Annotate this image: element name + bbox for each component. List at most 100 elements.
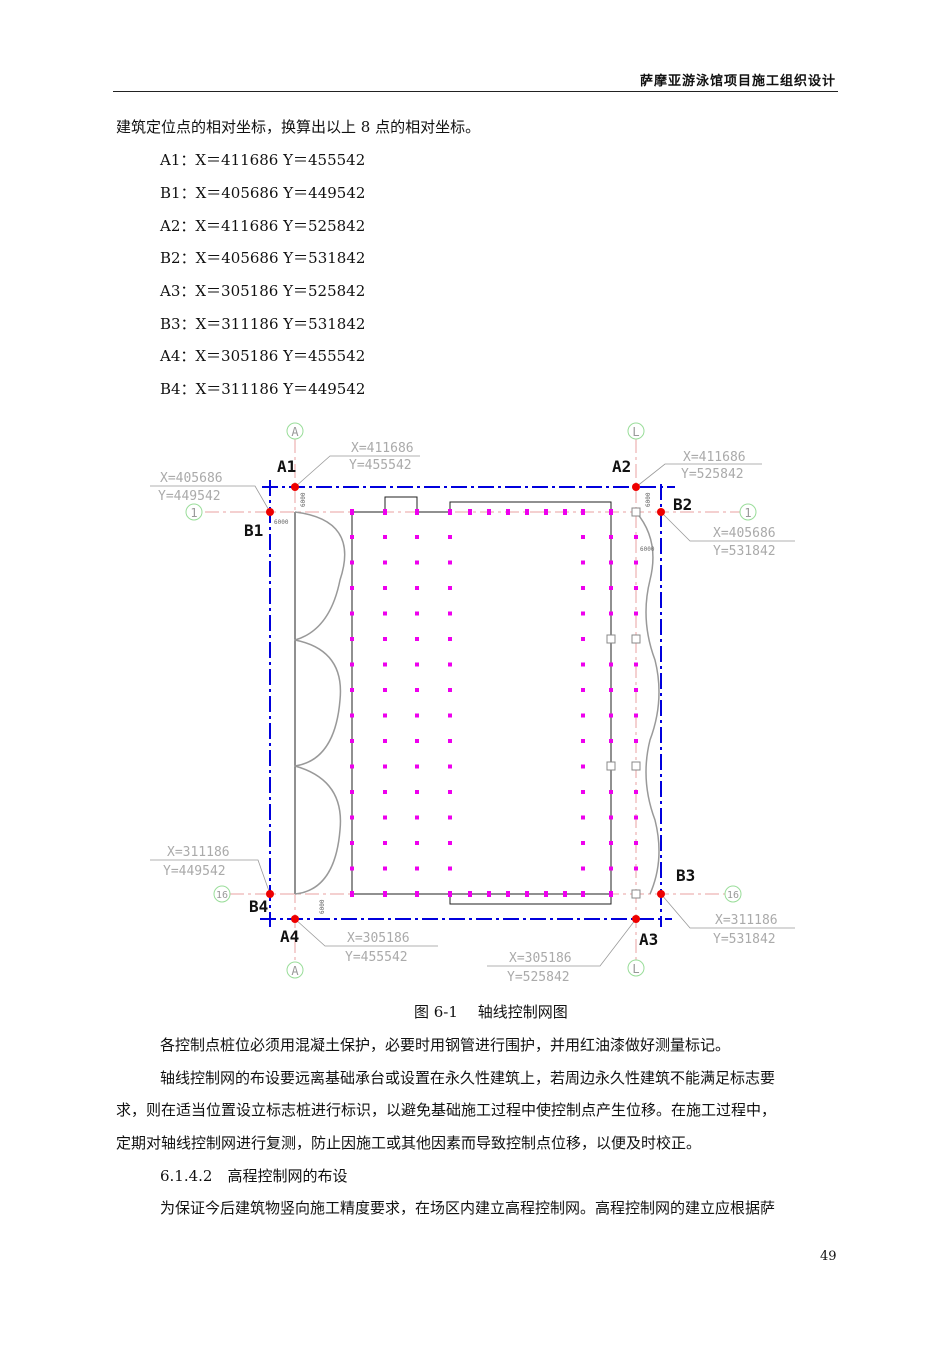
column-marker bbox=[581, 662, 585, 667]
leader-line bbox=[635, 463, 762, 488]
column-marker bbox=[383, 866, 387, 871]
point-name: A4 bbox=[280, 927, 299, 946]
axis-bubble-label: 16 bbox=[216, 890, 228, 901]
column-marker bbox=[468, 891, 472, 897]
coord-label: X=305186 bbox=[347, 931, 410, 946]
point-line: A4：X＝305186 Y＝455542 bbox=[160, 347, 366, 365]
column-marker bbox=[448, 815, 452, 820]
coord-label: X=411686 bbox=[351, 441, 414, 456]
column-marker bbox=[634, 713, 638, 718]
column-marker bbox=[350, 739, 354, 743]
column-marker bbox=[609, 713, 613, 718]
column-marker bbox=[634, 841, 638, 845]
column-marker bbox=[448, 611, 452, 616]
column-marker bbox=[634, 662, 638, 667]
control-point bbox=[291, 915, 299, 923]
column-marker bbox=[634, 866, 638, 871]
coord-label: Y=455542 bbox=[349, 458, 412, 473]
column-marker bbox=[581, 866, 585, 871]
column-marker bbox=[350, 560, 354, 565]
running-header: 萨摩亚游泳馆项目施工组织设计 bbox=[639, 74, 836, 89]
column-marker bbox=[448, 535, 452, 539]
axis-bubble-label: 1 bbox=[744, 506, 751, 520]
column-marker bbox=[581, 713, 585, 718]
point-name: A1 bbox=[277, 457, 296, 476]
column-marker bbox=[448, 586, 452, 590]
column-marker bbox=[448, 739, 452, 743]
wavy-edge bbox=[635, 511, 660, 895]
leader-line bbox=[150, 485, 271, 513]
column-marker bbox=[487, 509, 491, 515]
point-names: A1 A2 B1 B2 B3 B4 A4 A3 bbox=[244, 457, 695, 949]
column-marker bbox=[383, 535, 387, 539]
column-marker bbox=[506, 891, 510, 897]
column-marker bbox=[448, 790, 452, 794]
column-marker bbox=[448, 688, 452, 692]
point-name: B2 bbox=[673, 495, 692, 514]
column-marker bbox=[415, 662, 419, 667]
column-marker bbox=[581, 611, 585, 616]
axis-bubble-label: L bbox=[632, 962, 639, 976]
column-marker bbox=[350, 688, 354, 692]
control-point bbox=[632, 915, 640, 923]
paragraph: 定期对轴线控制网进行复测，防止因施工或其他因素而导致控制点位移，以便及时校正。 bbox=[116, 1134, 702, 1152]
column-marker bbox=[415, 790, 419, 794]
dimension-label: 6000 bbox=[300, 492, 307, 507]
dimension-label: 6000 bbox=[319, 899, 326, 914]
coord-label: Y=531842 bbox=[713, 544, 776, 559]
column-box bbox=[631, 761, 641, 771]
column-marker bbox=[448, 637, 452, 641]
column-marker bbox=[415, 688, 419, 692]
column-marker bbox=[383, 611, 387, 616]
column-marker bbox=[415, 739, 419, 743]
column-marker bbox=[544, 891, 548, 897]
column-box bbox=[606, 761, 616, 771]
axis-bubble-label: A bbox=[291, 964, 299, 978]
column-marker bbox=[634, 815, 638, 820]
column-marker bbox=[383, 713, 387, 718]
column-marker bbox=[609, 560, 613, 565]
control-point bbox=[632, 483, 640, 491]
column-marker bbox=[415, 891, 419, 897]
point-name: B4 bbox=[249, 897, 268, 916]
leader-line bbox=[660, 511, 795, 542]
point-line: A1：X＝411686 Y＝455542 bbox=[160, 151, 366, 169]
coord-label: Y=531842 bbox=[713, 932, 776, 947]
coord-label: Y=525842 bbox=[507, 970, 570, 985]
roof-arcs bbox=[294, 511, 346, 895]
column-marker bbox=[383, 815, 387, 820]
point-line: A2：X＝411686 Y＝525842 bbox=[160, 217, 366, 235]
point-line: B3：X＝311186 Y＝531842 bbox=[160, 315, 366, 333]
column-marker bbox=[634, 688, 638, 692]
coord-label: Y=449542 bbox=[163, 864, 226, 879]
column-marker bbox=[383, 560, 387, 565]
column-marker bbox=[634, 586, 638, 590]
paragraph: 求，则在适当位置设立标志桩进行标识，以避免基础施工过程中使控制点产生位移。在施工… bbox=[116, 1101, 777, 1119]
column-marker bbox=[383, 586, 387, 590]
axis-bubble-label: 1 bbox=[190, 506, 197, 520]
column-marker bbox=[383, 739, 387, 743]
column-marker bbox=[525, 891, 529, 897]
column-marker bbox=[448, 509, 452, 515]
column-marker bbox=[609, 841, 613, 845]
column-marker bbox=[350, 790, 354, 794]
column-marker bbox=[448, 764, 452, 769]
intro-text: 建筑定位点的相对坐标，换算出以上 8 点的相对坐标。 bbox=[116, 118, 481, 136]
column-marker bbox=[448, 662, 452, 667]
column-marker bbox=[581, 739, 585, 743]
column-marker bbox=[383, 637, 387, 641]
column-marker bbox=[383, 764, 387, 769]
section-heading: 6.1.4.2 高程控制网的布设 bbox=[160, 1167, 348, 1185]
column-marker bbox=[634, 560, 638, 565]
leader-line bbox=[660, 893, 795, 929]
column-marker bbox=[415, 509, 419, 515]
column-marker bbox=[563, 509, 567, 515]
point-name: A2 bbox=[612, 457, 631, 476]
coord-label: X=411686 bbox=[683, 450, 746, 465]
column-marker bbox=[609, 739, 613, 743]
point-line: B2：X＝405686 Y＝531842 bbox=[160, 249, 366, 267]
leader-line bbox=[294, 918, 438, 947]
column-marker bbox=[383, 509, 387, 515]
column-marker bbox=[581, 535, 585, 539]
